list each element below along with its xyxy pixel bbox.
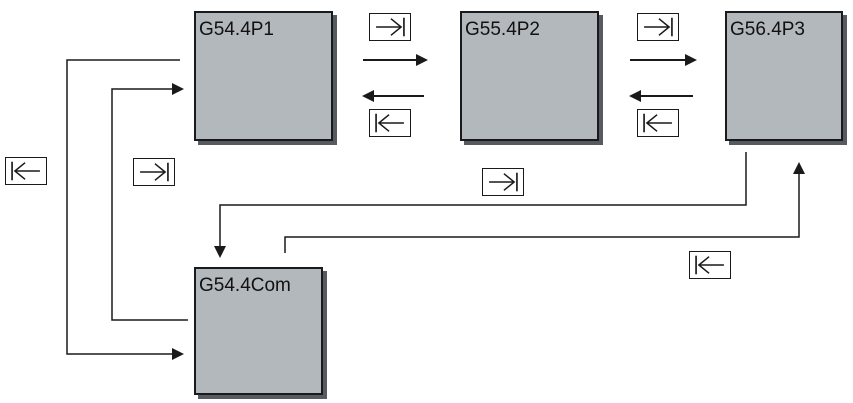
tab-left-icon: [689, 251, 731, 279]
node-com: G54.4Com: [194, 267, 323, 395]
tab-left-icon: [5, 157, 47, 185]
node-p3: G56.4P3: [725, 11, 843, 141]
node-p3-label: G56.4P3: [730, 19, 805, 40]
tab-left-icon: [369, 109, 411, 137]
node-p2-label: G55.4P2: [465, 19, 540, 40]
node-p1-label: G54.4P1: [199, 19, 274, 40]
node-p2: G55.4P2: [460, 11, 599, 141]
arrow-com-to-p3: [284, 162, 805, 253]
arrow-com-to-p1: [111, 83, 188, 321]
tab-right-icon: [482, 168, 524, 196]
node-com-label: G54.4Com: [199, 275, 291, 296]
tab-right-icon: [133, 158, 175, 186]
tab-right-icon: [369, 13, 411, 41]
arrow-p1-to-com: [66, 59, 184, 360]
arrow-p3-to-com: [214, 152, 747, 258]
node-p1: G54.4P1: [194, 11, 333, 141]
tab-left-icon: [637, 109, 679, 137]
tab-right-icon: [637, 13, 679, 41]
